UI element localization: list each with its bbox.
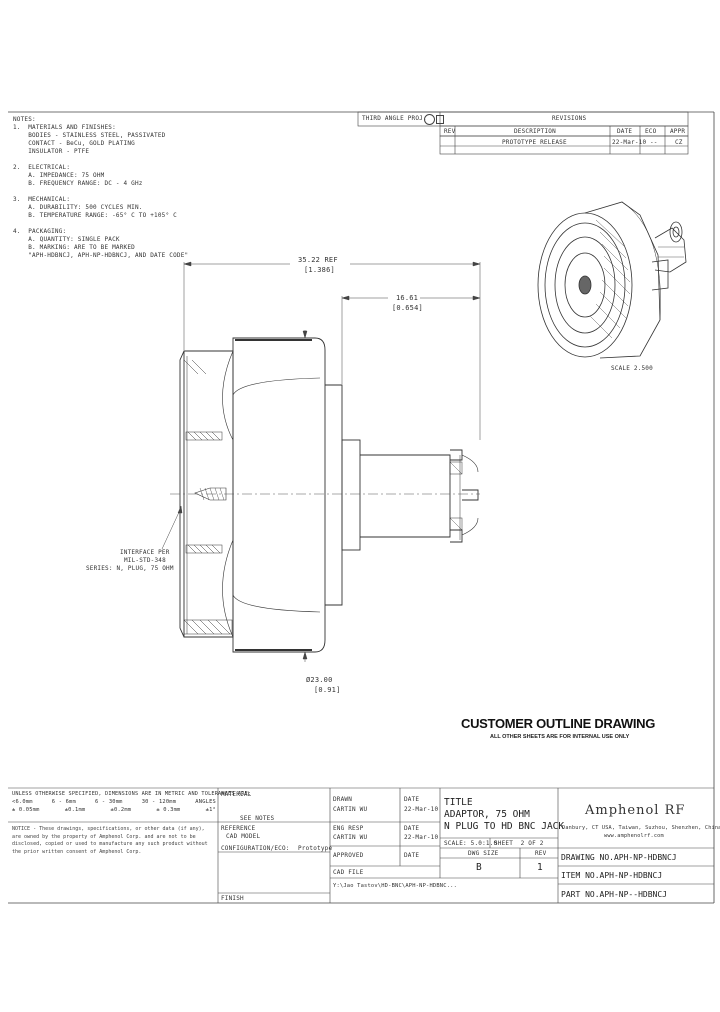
drawn-date-label: DATE bbox=[404, 796, 420, 803]
approved-date-label: DATE bbox=[404, 852, 420, 859]
interface-callout-3: SERIES: N, PLUG, 75 OHM bbox=[86, 565, 174, 572]
rev-value: 1 bbox=[537, 862, 543, 873]
eng-label: ENG RESP bbox=[333, 825, 364, 832]
company-logo: Amphenol RF bbox=[585, 803, 686, 818]
note-line: B. MARKING: ARE TO BE MARKED bbox=[13, 244, 135, 251]
rev-col-appr: APPR bbox=[670, 128, 686, 135]
internal-use-note: ALL OTHER SHEETS ARE FOR INTERNAL USE ON… bbox=[490, 734, 630, 740]
rev-col-eco: ECO bbox=[645, 128, 657, 135]
note-line bbox=[13, 188, 188, 196]
tol-val-4: ±1° bbox=[205, 807, 216, 813]
scale-label: SCALE: 5.0:1.0 bbox=[444, 840, 498, 847]
reference-value: CAD MODEL bbox=[226, 833, 261, 840]
customer-outline-title: CUSTOMER OUTLINE DRAWING bbox=[461, 716, 656, 731]
dwg-size-value: B bbox=[476, 862, 482, 873]
rear-length-inch: [0.654] bbox=[392, 304, 423, 312]
rev-row-description: PROTOTYPE RELEASE bbox=[502, 139, 567, 146]
drawn-label: DRAWN bbox=[333, 796, 353, 803]
adapter-side-view bbox=[179, 337, 479, 653]
note-line: 3. MECHANICAL: bbox=[13, 196, 71, 203]
item-number: ITEM NO.APH-NP-HDBNCJ bbox=[561, 871, 663, 880]
cad-value: Y:\Jao Tastov\HD-BNC\APH-NP-HDBNC... bbox=[333, 883, 458, 889]
company-locations: Danbury, CT USA, Taiwan, Suzhou, Shenzhe… bbox=[562, 825, 720, 831]
overall-length-dim: 35.22 REF bbox=[298, 256, 338, 264]
rev-col-date: DATE bbox=[617, 128, 633, 135]
tol-head-3: 30 - 120mm bbox=[141, 799, 177, 805]
note-line bbox=[13, 220, 188, 228]
sheet-label: SHEET 2 OF 2 bbox=[494, 840, 544, 847]
note-line: 1. MATERIALS AND FINISHES: bbox=[13, 124, 116, 131]
tol-val-3: ± 0.3mm bbox=[156, 807, 181, 813]
tol-val-1: ±0.1mm bbox=[64, 807, 86, 813]
note-line: "APH-HDBNCJ, APH-NP-HDBNCJ, AND DATE COD… bbox=[13, 252, 189, 259]
part-number: PART NO.APH-NP--HDBNCJ bbox=[561, 890, 667, 899]
projection-symbol bbox=[424, 114, 435, 125]
note-line: A. IMPEDANCE: 75 OHM bbox=[13, 172, 105, 179]
tol-head-4: ANGLES bbox=[195, 799, 216, 805]
revision-block-frame bbox=[357, 111, 689, 155]
approved-label: APPROVED bbox=[333, 852, 364, 859]
note-line: B. TEMPERATURE RANGE: -65° C TO +105° C bbox=[13, 212, 177, 219]
tolerance-header: UNLESS OTHERWISE SPECIFIED, DIMENSIONS A… bbox=[12, 791, 252, 797]
tolerance-table: <6.0mm 6 - 6mm 6 - 30mm 30 - 120mm ANGLE… bbox=[12, 798, 216, 814]
material-label: MATERIAL bbox=[221, 791, 252, 798]
interface-callout-1: INTERFACE PER bbox=[120, 549, 170, 556]
dimension-lines bbox=[161, 261, 481, 662]
tol-head-0: <6.0mm bbox=[12, 799, 33, 805]
tol-head-2: 6 - 30mm bbox=[95, 799, 123, 805]
tol-val-2: ±0.2mm bbox=[110, 807, 132, 813]
drawn-date: 22-Mar-10 bbox=[404, 806, 439, 813]
tol-val-0: ± 0.05mm bbox=[12, 807, 40, 813]
interface-callout-2: MIL-STD-348 bbox=[124, 557, 166, 564]
configuration-value: Prototype bbox=[298, 845, 333, 852]
projection-label: THIRD ANGLE PROJ. bbox=[362, 115, 427, 122]
note-line: 4. PACKAGING: bbox=[13, 228, 67, 235]
isometric-view bbox=[537, 201, 687, 359]
drawn-name: CARTIN WU bbox=[333, 806, 368, 813]
projection-symbol-2 bbox=[436, 115, 444, 124]
notice-text: NOTICE - These drawings, specifications,… bbox=[12, 826, 208, 855]
rev-col-description: DESCRIPTION bbox=[514, 128, 556, 135]
iso-scale-label: SCALE 2.500 bbox=[611, 365, 653, 372]
title-line-2: N PLUG TO HD BNC JACK bbox=[444, 821, 565, 832]
note-line: INSULATOR - PTFE bbox=[13, 148, 90, 155]
note-line: CONTACT - BeCu, GOLD PLATING bbox=[13, 140, 135, 147]
note-line: B. FREQUENCY RANGE: DC - 4 GHz bbox=[13, 180, 143, 187]
company-url: www.amphenolrf.com bbox=[604, 833, 664, 839]
rev-col-rev: REV bbox=[444, 128, 456, 135]
note-line: BODIES - STAINLESS STEEL, PASSIVATED bbox=[13, 132, 166, 139]
note-line: A. DURABILITY: 500 CYCLES MIN. bbox=[13, 204, 143, 211]
rev-row-date: 22-Mar-10 bbox=[612, 139, 647, 146]
rear-length-dim: 16.61 bbox=[396, 294, 419, 302]
eng-name: CARTIN WU bbox=[333, 834, 368, 841]
eng-date: 22-Mar-10 bbox=[404, 834, 439, 841]
finish-label: FINISH bbox=[221, 895, 244, 902]
note-line: A. QUANTITY: SINGLE PACK bbox=[13, 236, 120, 243]
reference-label: REFERENCE bbox=[221, 825, 256, 832]
material-value: SEE NOTES bbox=[240, 815, 275, 822]
note-line: 2. ELECTRICAL: bbox=[13, 164, 71, 171]
title-line-1: ADAPTOR, 75 OHM bbox=[444, 809, 530, 820]
rev-row-appr: CZ bbox=[675, 139, 683, 146]
diameter-dim: Ø23.00 bbox=[306, 676, 333, 684]
dwg-size-label: DWG SIZE bbox=[468, 850, 499, 857]
cad-label: CAD FILE bbox=[333, 869, 364, 876]
title-block-frame bbox=[8, 787, 714, 903]
overall-length-inch: [1.386] bbox=[304, 266, 335, 274]
tol-head-1: 6 - 6mm bbox=[51, 799, 76, 805]
revisions-header: REVISIONS bbox=[552, 115, 587, 122]
rev-row-eco: -- bbox=[650, 139, 658, 146]
title-label: TITLE bbox=[444, 797, 473, 808]
rev-label: REV bbox=[535, 850, 547, 857]
drawing-number: DRAWING NO.APH-NP-HDBNCJ bbox=[561, 853, 677, 862]
configuration-label: CONFIGURATION/ECO: bbox=[221, 845, 290, 852]
notes-list: 1. MATERIALS AND FINISHES: BODIES - STAI… bbox=[13, 124, 188, 260]
eng-date-label: DATE bbox=[404, 825, 420, 832]
note-line bbox=[13, 156, 188, 164]
notes-heading: NOTES: bbox=[13, 116, 36, 123]
diameter-inch: [0.91] bbox=[314, 686, 341, 694]
